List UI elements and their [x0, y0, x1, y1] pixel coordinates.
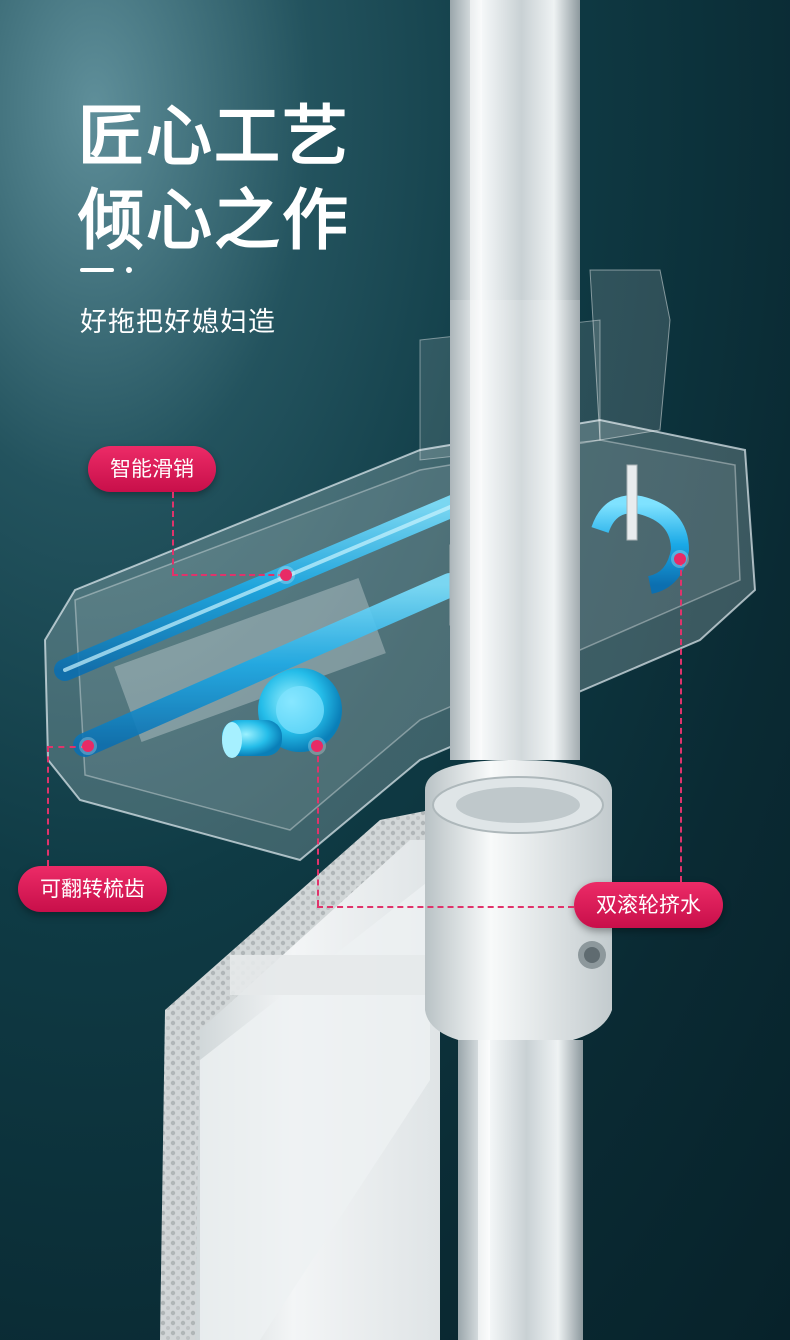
callout-marker-roller-left — [311, 740, 323, 752]
callout-marker-comb-teeth — [82, 740, 94, 752]
callout-line-slide-pin-vertical — [172, 492, 174, 574]
callout-line-comb-horizontal — [47, 746, 87, 748]
headline-dot — [126, 267, 132, 273]
callout-line-roller-horizontal — [317, 906, 574, 908]
callout-line-comb-vertical — [47, 746, 49, 866]
callout-tag-comb-teeth: 可翻转梳齿 — [18, 866, 167, 912]
callout-tag-double-roller: 双滚轮挤水 — [574, 882, 723, 928]
callout-marker-roller-right — [674, 553, 686, 565]
callout-marker-slide-pin — [280, 569, 292, 581]
headline-line-2: 倾心之作 — [78, 182, 350, 259]
callout-line-roller-right-vertical — [680, 560, 682, 882]
headline-divider — [80, 268, 114, 272]
headline: 匠心工艺 倾心之作 — [78, 95, 350, 263]
headline-line-1: 匠心工艺 — [78, 98, 350, 175]
callout-tag-slide-pin: 智能滑销 — [88, 446, 216, 492]
callout-line-roller-left-vertical — [317, 746, 319, 906]
subtitle: 好拖把好媳妇造 — [80, 307, 276, 338]
callout-line-slide-pin-horizontal — [172, 574, 284, 576]
